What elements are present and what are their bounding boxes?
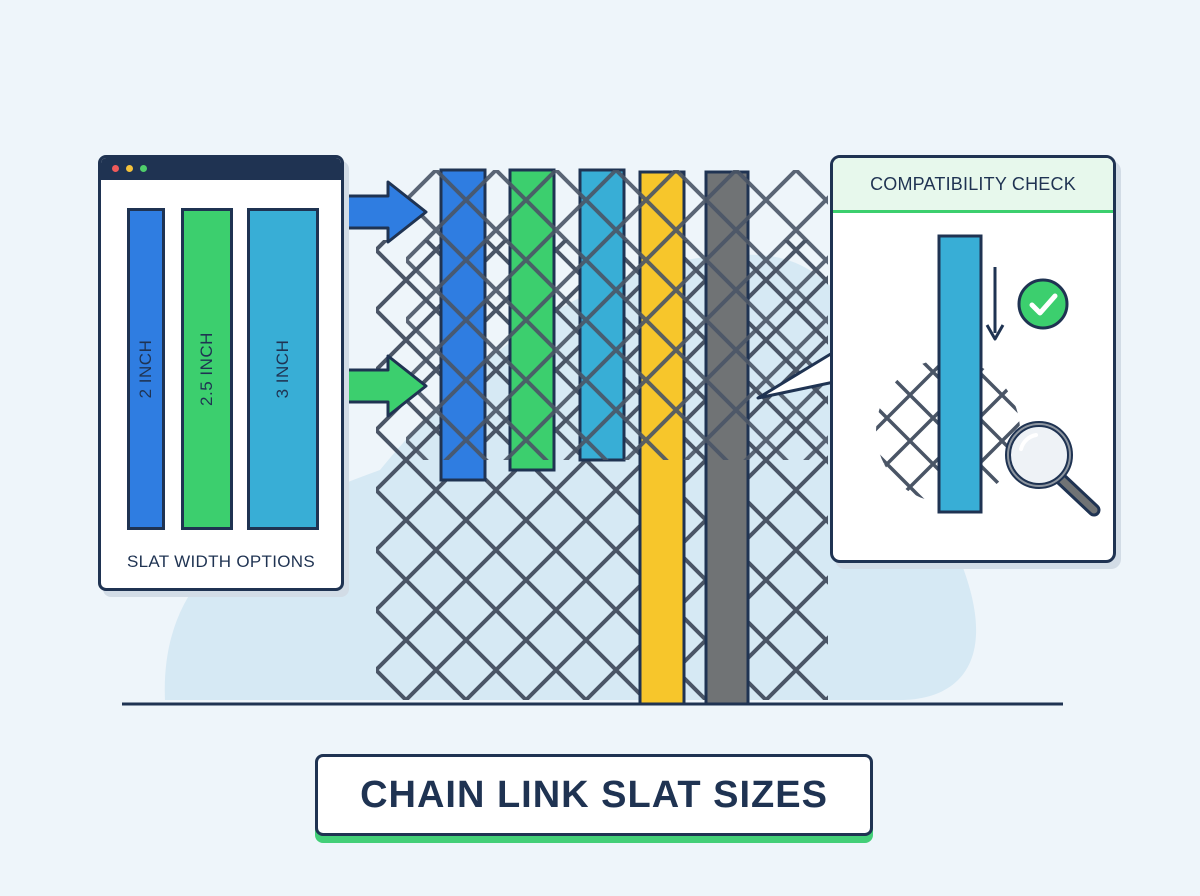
window-close-dot [112, 165, 119, 172]
slat-width-options-panel: 2 INCH 2.5 INCH 3 INCH SLAT WIDTH OPTION… [98, 155, 344, 591]
slat-width-options-caption: SLAT WIDTH OPTIONS [126, 552, 315, 571]
checkmark-icon [1017, 278, 1069, 330]
diagram-title: CHAIN LINK SLAT SIZES [315, 754, 873, 836]
compatibility-check-panel: COMPATIBILITY CHECK [830, 155, 1116, 563]
slat-swatch-label: 2 INCH [136, 339, 155, 399]
magnifier-icon [1005, 421, 1101, 517]
slat-swatch-label: 3 INCH [273, 339, 292, 399]
slat-swatch-2-inch: 2 INCH [127, 208, 165, 530]
window-titlebar [101, 158, 341, 180]
arrow-green-icon [344, 354, 428, 418]
arrow-blue-icon [344, 180, 428, 244]
down-arrow-icon [985, 267, 1005, 341]
compatibility-check-title: COMPATIBILITY CHECK [833, 158, 1113, 213]
slat-swatch-2-5-inch: 2.5 INCH [181, 208, 233, 530]
window-minimize-dot [126, 165, 133, 172]
fence-mesh-front [406, 170, 828, 460]
slat-swatch-label: 2.5 INCH [197, 332, 216, 406]
compatibility-slat [937, 234, 983, 514]
window-maximize-dot [140, 165, 147, 172]
compatibility-illustration [876, 234, 1101, 517]
slat-swatch-3-inch: 3 INCH [247, 208, 319, 530]
